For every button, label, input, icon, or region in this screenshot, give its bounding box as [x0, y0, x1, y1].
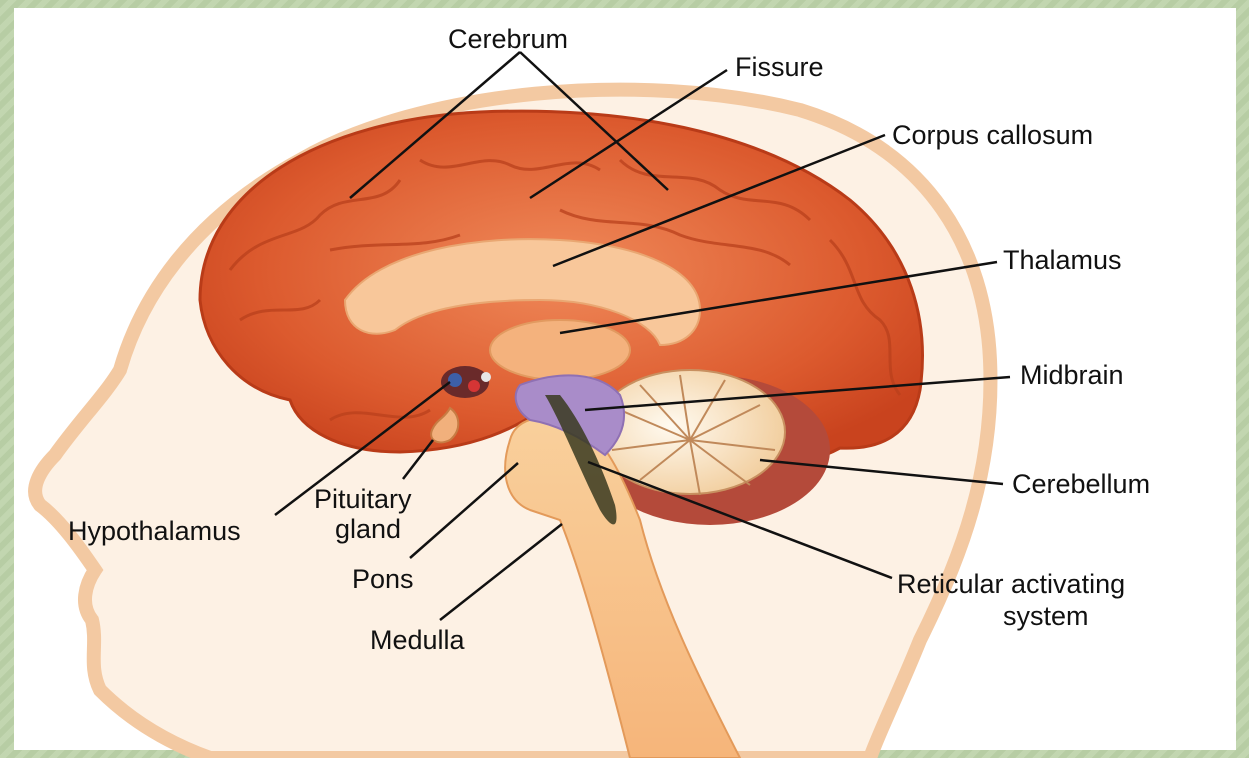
- label-thalamus: Thalamus: [1003, 245, 1122, 275]
- label-medulla: Medulla: [370, 625, 466, 655]
- label-pituitary-line2: gland: [335, 514, 401, 544]
- label-reticular-line2: system: [1003, 601, 1089, 631]
- label-pons: Pons: [352, 564, 414, 594]
- label-corpus-callosum: Corpus callosum: [892, 120, 1093, 150]
- label-pituitary-line1: Pituitary: [314, 484, 412, 514]
- label-hypothalamus: Hypothalamus: [68, 516, 241, 546]
- thalamus: [490, 320, 630, 380]
- label-midbrain: Midbrain: [1020, 360, 1124, 390]
- label-fissure: Fissure: [735, 52, 824, 82]
- label-reticular-line1: Reticular activating: [897, 569, 1125, 599]
- label-cerebrum: Cerebrum: [448, 24, 568, 54]
- label-cerebellum: Cerebellum: [1012, 469, 1150, 499]
